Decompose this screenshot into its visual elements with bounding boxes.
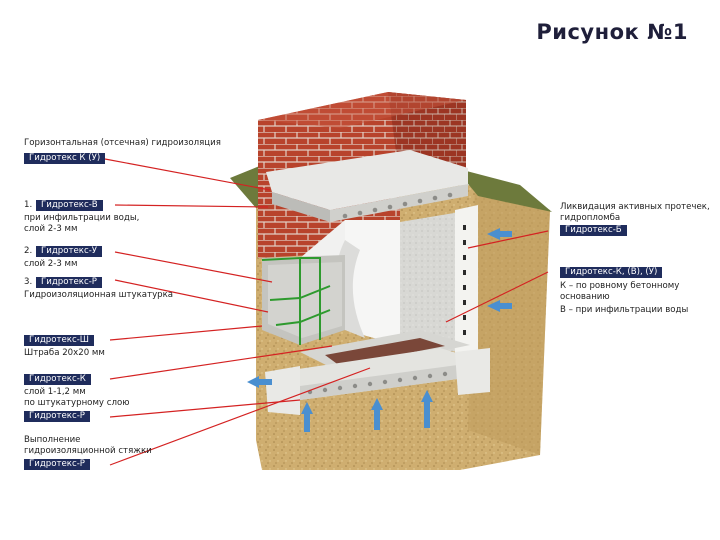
right-wall-section — [455, 205, 478, 365]
waterproofing-layers — [261, 256, 331, 345]
upper-floor-slab — [266, 150, 468, 222]
basement-interior — [262, 212, 460, 352]
badge-gidroteks-k-u: Гидротекс К (У) — [24, 153, 106, 164]
badge-gidroteks-k-v-u: Гидротекс-К, (В), (У) — [560, 267, 663, 278]
badge-gidroteks-r-3: Гидротекс-Р — [24, 459, 90, 470]
label-on-plaster: по штукатурному слою — [24, 398, 130, 408]
water-pressure-arrows — [247, 228, 512, 432]
label-plug: гидропломба — [560, 213, 621, 223]
badge-gidroteks-v: Гидротекс-В — [36, 200, 103, 211]
label-v-infiltration: В – при инфильтрации воды — [560, 305, 689, 315]
label-groove: Штраба 20x20 мм — [24, 348, 105, 358]
label-k-concrete: К – по ровному бетонному — [560, 281, 680, 291]
label-num-2: 2. — [24, 246, 33, 256]
label-num-1: 1. — [24, 200, 33, 210]
leader-lines — [104, 158, 549, 466]
label-layer-2-3-b: слой 2-3 мм — [24, 259, 78, 269]
label-screed: гидроизоляционной стяжки — [24, 446, 152, 456]
label-infiltration: при инфильтрации воды, — [24, 213, 140, 223]
label-num-3: 3. — [24, 277, 33, 287]
label-layer-2-3-a: слой 2-3 мм — [24, 224, 78, 234]
badge-gidroteks-k: Гидротекс-К — [24, 374, 91, 385]
label-plaster: Гидроизоляционная штукатурка — [24, 290, 174, 300]
badge-gidroteks-r-2: Гидротекс-Р — [24, 411, 90, 422]
badge-gidroteks-u: Гидротекс-У — [36, 246, 103, 257]
figure-title: Рисунок №1 — [536, 20, 688, 44]
label-base: основанию — [560, 292, 610, 302]
label-layer-1-1-2: слой 1-1,2 мм — [24, 387, 86, 397]
label-execution: Выполнение — [24, 435, 81, 445]
badge-gidroteks-b: Гидротекс-Б — [560, 225, 627, 236]
badge-gidroteks-r-1: Гидротекс-Р — [36, 277, 102, 288]
label-leak-elimination: Ликвидация активных протечек, — [560, 202, 710, 212]
badge-gidroteks-sh: Гидротекс-Ш — [24, 335, 94, 346]
label-horizontal-waterproofing: Горизонтальная (отсечная) гидроизоляция — [24, 138, 221, 148]
basement-floor — [265, 330, 490, 415]
